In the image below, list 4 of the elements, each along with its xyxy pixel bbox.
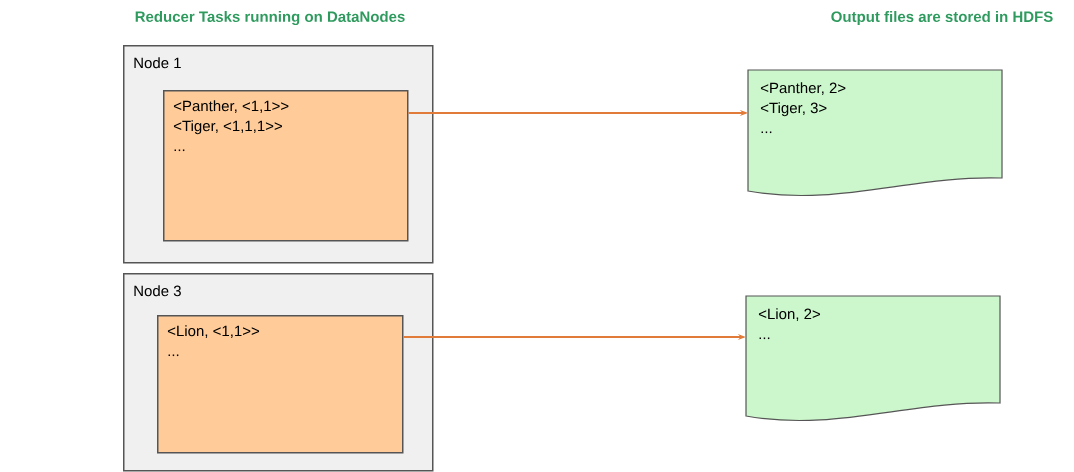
column-heading: Output files are stored in HDFS xyxy=(831,11,1053,25)
column-heading: Reducer Tasks running on DataNodes xyxy=(135,11,405,26)
task-box: <Lion, <1,1>> ... xyxy=(157,315,404,454)
task-box: <Panther, <1,1>> <Tiger, <1,1,1>> ... xyxy=(163,90,409,242)
